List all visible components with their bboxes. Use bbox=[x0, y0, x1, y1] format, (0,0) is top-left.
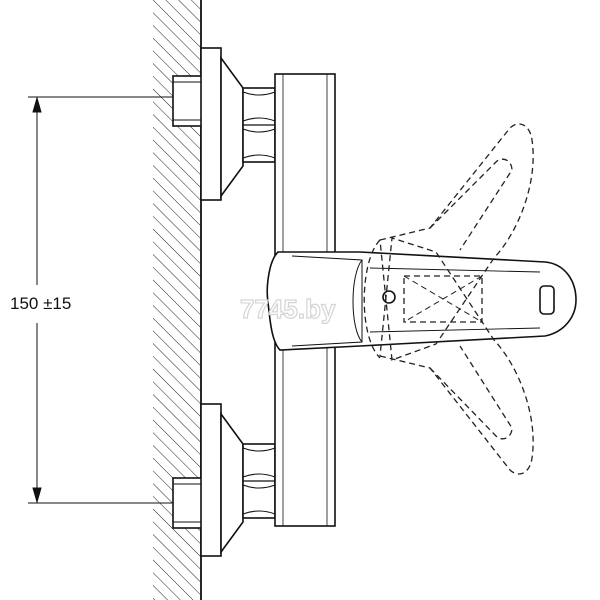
lever-outline bbox=[266, 251, 577, 351]
lever-alt-hub bbox=[363, 239, 381, 359]
dimension-line bbox=[28, 96, 175, 504]
lever-rotated-down-inner bbox=[429, 345, 513, 440]
upper-flange-cone bbox=[220, 55, 244, 199]
lower-flange-cone bbox=[220, 411, 244, 555]
dimension-label: 150 ±15 bbox=[10, 294, 71, 313]
lever-pivot bbox=[382, 290, 396, 304]
upper-eccentric-stub bbox=[172, 75, 204, 127]
lever-alt-cartridge bbox=[403, 275, 483, 323]
dimension-arrow-top bbox=[32, 96, 42, 113]
upper-flange bbox=[200, 47, 222, 201]
watermark: 7745.by bbox=[240, 294, 336, 324]
lever-rotated-down bbox=[379, 237, 534, 475]
upper-mount bbox=[172, 47, 276, 201]
lower-flange bbox=[200, 403, 222, 557]
lever-rotated-up bbox=[379, 123, 534, 361]
lever-end-slot bbox=[539, 285, 555, 315]
lower-eccentric-stub bbox=[172, 477, 204, 529]
lever-alt-positions bbox=[363, 123, 534, 475]
lever-handle bbox=[266, 251, 577, 351]
lower-mount bbox=[172, 403, 276, 557]
lever-rotated-up-inner bbox=[429, 158, 513, 251]
dimension-arrow-bottom bbox=[32, 487, 42, 504]
